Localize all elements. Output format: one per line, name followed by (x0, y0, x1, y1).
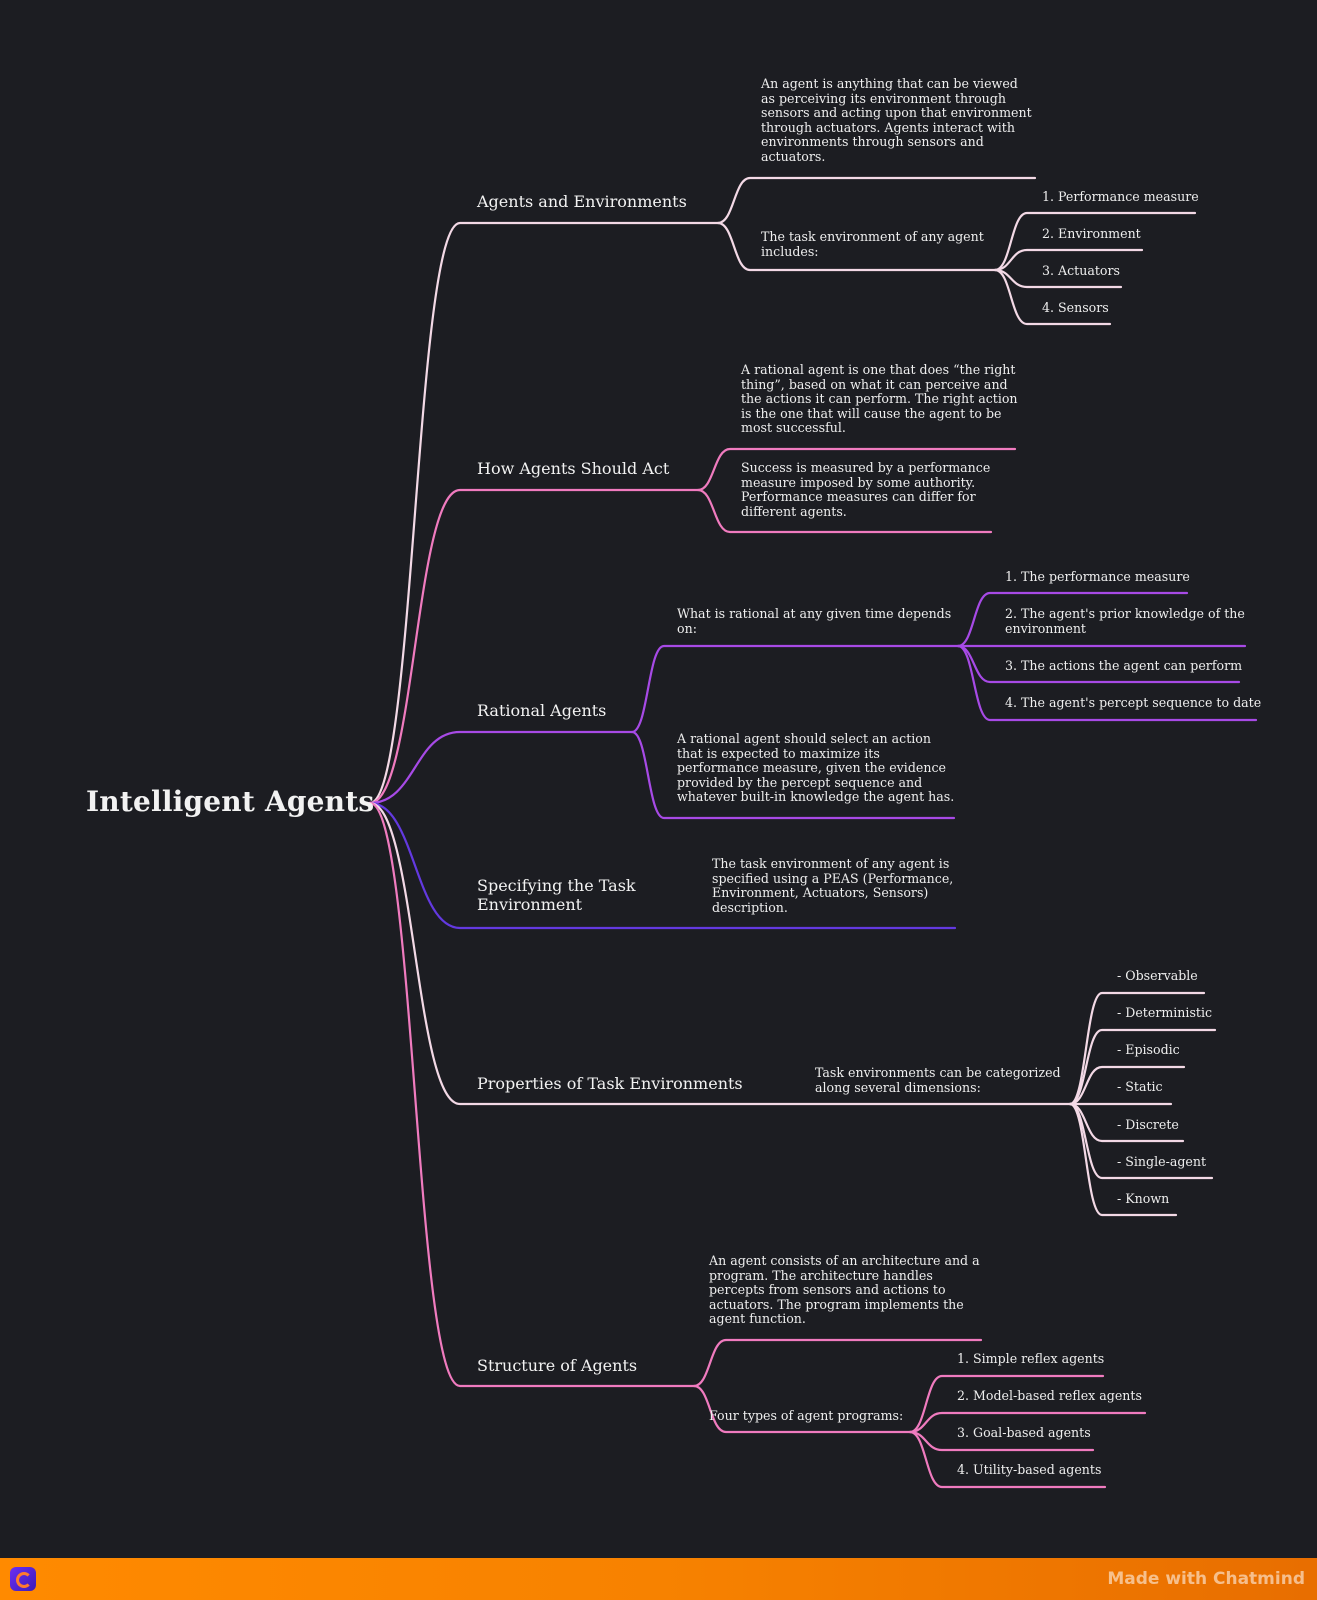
list-item[interactable]: 1. Performance measure (1042, 189, 1199, 204)
connector-list-item (993, 211, 1197, 272)
connector-list-item (993, 268, 1112, 326)
list-item[interactable]: - Observable (1117, 968, 1198, 983)
connector-root-specifying (368, 801, 957, 930)
connector-list-item (993, 248, 1144, 272)
connector-success-measure (696, 488, 993, 534)
list-item[interactable]: 3. The actions the agent can perform (1005, 658, 1243, 673)
connector-task-env-includes (716, 221, 997, 272)
branch-agents-environments[interactable]: Agents and Environments (477, 192, 687, 211)
connector-list-item (908, 1374, 1105, 1434)
four-types-programs[interactable]: Four types of agent programs: (709, 1408, 904, 1423)
footer-credit[interactable]: Made with Chatmind (1107, 1569, 1305, 1589)
branch-properties-task-environments[interactable]: Properties of Task Environments (477, 1074, 743, 1093)
connector-architecture (692, 1338, 983, 1388)
connector-root-rational-agents (368, 730, 634, 805)
list-item[interactable]: - Static (1117, 1079, 1163, 1094)
connector-list-item (956, 644, 1258, 722)
list-item[interactable]: 1. Simple reflex agents (957, 1351, 1105, 1366)
mindmap-connectors (368, 176, 1258, 1489)
peas-description[interactable]: The task environment of any agent is spe… (712, 856, 954, 915)
connector-list-item (908, 1430, 1107, 1489)
list-item[interactable]: 3. Actuators (1042, 263, 1120, 278)
task-environment-includes[interactable]: The task environment of any agent includ… (761, 229, 984, 259)
connector-root-agents-environments (368, 221, 720, 805)
connector-list-item (908, 1411, 1147, 1434)
branch-rational-agents[interactable]: Rational Agents (477, 701, 607, 720)
agent-architecture-program[interactable]: An agent consists of an architecture and… (709, 1253, 980, 1327)
connector-rational-depends (630, 644, 960, 734)
connector-root-properties (368, 801, 1072, 1106)
list-item[interactable]: - Discrete (1117, 1117, 1179, 1132)
list-item[interactable]: 1. The performance measure (1005, 569, 1190, 584)
list-item[interactable]: 2. The agent's prior knowledge of the en… (1005, 606, 1245, 636)
rational-depends-on[interactable]: What is rational at any given time depen… (677, 606, 952, 636)
connector-rational-selection (630, 730, 956, 820)
rational-action-selection[interactable]: A rational agent should select an action… (677, 731, 955, 805)
agents-environments-definition[interactable]: An agent is anything that can be viewed … (761, 76, 1032, 164)
list-item[interactable]: 4. Utility-based agents (957, 1462, 1102, 1477)
connector-agents-definition (716, 176, 1037, 225)
branch-how-agents-act[interactable]: How Agents Should Act (477, 459, 670, 478)
connector-root-how-agents-act (368, 488, 700, 805)
connector-list-item (1068, 991, 1206, 1106)
connector-root-structure (368, 801, 696, 1388)
branch-specifying-task-environment[interactable]: Specifying the Task Environment (477, 876, 636, 914)
rational-agent-definition[interactable]: A rational agent is one that does “the r… (741, 362, 1018, 436)
connector-list-item (956, 591, 1189, 648)
root-topic[interactable]: Intelligent Agents (86, 785, 375, 818)
branch-structure-of-agents[interactable]: Structure of Agents (477, 1356, 638, 1375)
list-item[interactable]: 3. Goal-based agents (957, 1425, 1091, 1440)
list-item[interactable]: 4. The agent's percept sequence to date (1005, 695, 1262, 710)
list-item[interactable]: - Single-agent (1117, 1154, 1207, 1169)
list-item[interactable]: 2. Model-based reflex agents (957, 1388, 1142, 1403)
footer-bar: Made with Chatmind (0, 1558, 1317, 1600)
success-measure-note[interactable]: Success is measured by a performance mea… (741, 460, 991, 519)
list-item[interactable]: - Deterministic (1117, 1005, 1213, 1020)
connector-list-item (1068, 1102, 1178, 1217)
connector-list-item (1068, 1065, 1186, 1106)
chatmind-logo-icon[interactable] (10, 1567, 36, 1591)
list-item[interactable]: - Episodic (1117, 1042, 1180, 1057)
list-item[interactable]: - Known (1117, 1191, 1170, 1206)
connector-four-types (692, 1384, 912, 1434)
list-item[interactable]: 2. Environment (1042, 226, 1141, 241)
task-environment-dimensions[interactable]: Task environments can be categorized alo… (815, 1065, 1061, 1095)
list-item[interactable]: 4. Sensors (1042, 300, 1109, 315)
connector-rational-definition (696, 447, 1017, 492)
connector-list-item (1068, 1028, 1217, 1106)
